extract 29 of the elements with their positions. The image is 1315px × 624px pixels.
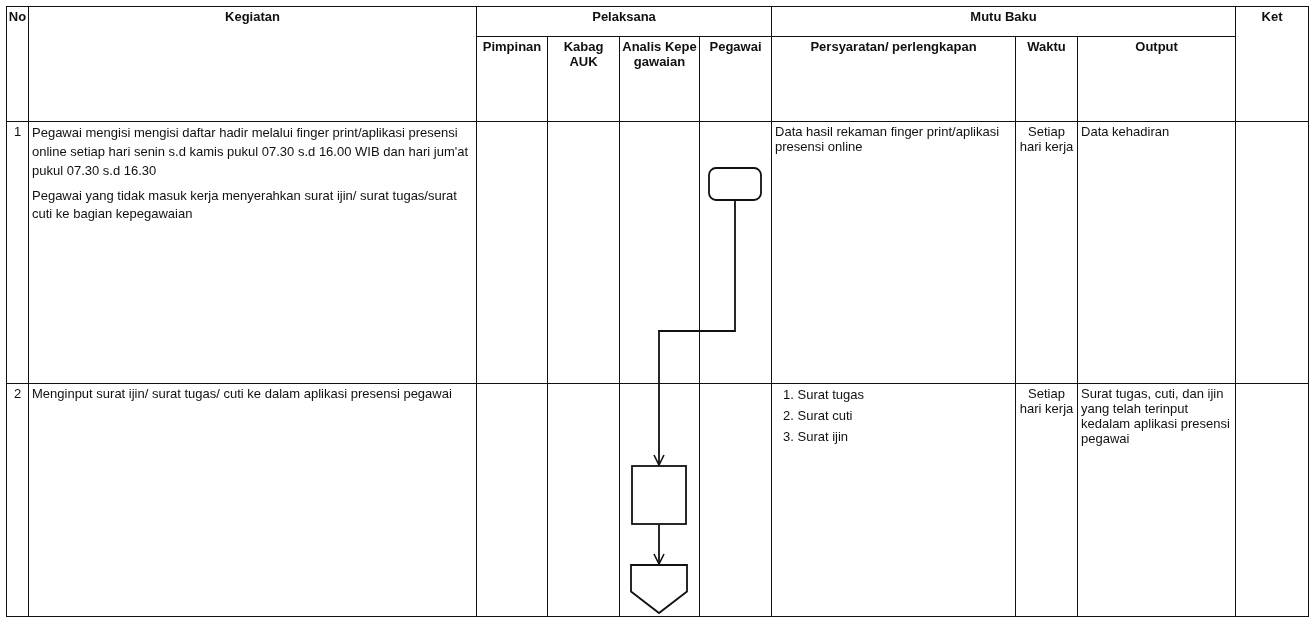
column-header: Kabag AUK	[547, 36, 620, 122]
off-page-connector	[630, 564, 688, 614]
table-cell: Menginput surat ijin/ surat tugas/ cuti ke dalam aplikasi presensi pegawai	[28, 383, 477, 617]
arrow	[653, 200, 736, 466]
column-header: Analis Kepegawaian	[619, 36, 700, 122]
paragraph: Pegawai mengisi mengisi daftar hadir melalui finger print/aplikasi presensi online setiap hari senin s.d kamis pukul 07.30 s.d 16.00 WIB dan hari jum'at pukul 07.30 s.d 16.30	[32, 124, 470, 180]
table-cell: 2	[6, 383, 29, 617]
list-item: 3. Surat ijin	[783, 427, 850, 446]
list-item: 1. Surat tugas	[783, 386, 865, 404]
column-header: Persyaratan/ perlengkapan	[771, 36, 1016, 122]
table-cell: Surat tugas, cuti, dan ijin yang telah terinput kedalam aplikasi presensi pegawai	[1077, 383, 1236, 617]
column-header: No	[6, 6, 29, 122]
column-header: Pegawai	[699, 36, 772, 122]
table-cell: Data hasil rekaman finger print/aplikasi presensi online	[771, 121, 1016, 384]
column-header: Pimpinan	[476, 36, 548, 122]
table-cell: Data kehadiran	[1077, 121, 1236, 384]
column-header: Waktu	[1015, 36, 1078, 122]
table-cell: Setiap hari kerja	[1015, 121, 1078, 384]
table-cell: 1	[6, 121, 29, 384]
column-header: Kegiatan	[28, 6, 477, 122]
column-header: Pelaksana	[476, 6, 772, 37]
list-item: 2. Surat cuti	[783, 406, 854, 425]
column-header: Mutu Baku	[771, 6, 1236, 37]
column-header: Ket	[1235, 6, 1309, 122]
arrow	[653, 524, 665, 565]
terminator-shape	[708, 167, 762, 201]
process-box	[631, 465, 687, 525]
paragraph: Pegawai yang tidak masuk kerja menyerahkan surat ijin/ surat tugas/surat cuti ke bagian kepegawaian	[32, 186, 458, 224]
table-cell: Setiap hari kerja	[1015, 383, 1078, 617]
